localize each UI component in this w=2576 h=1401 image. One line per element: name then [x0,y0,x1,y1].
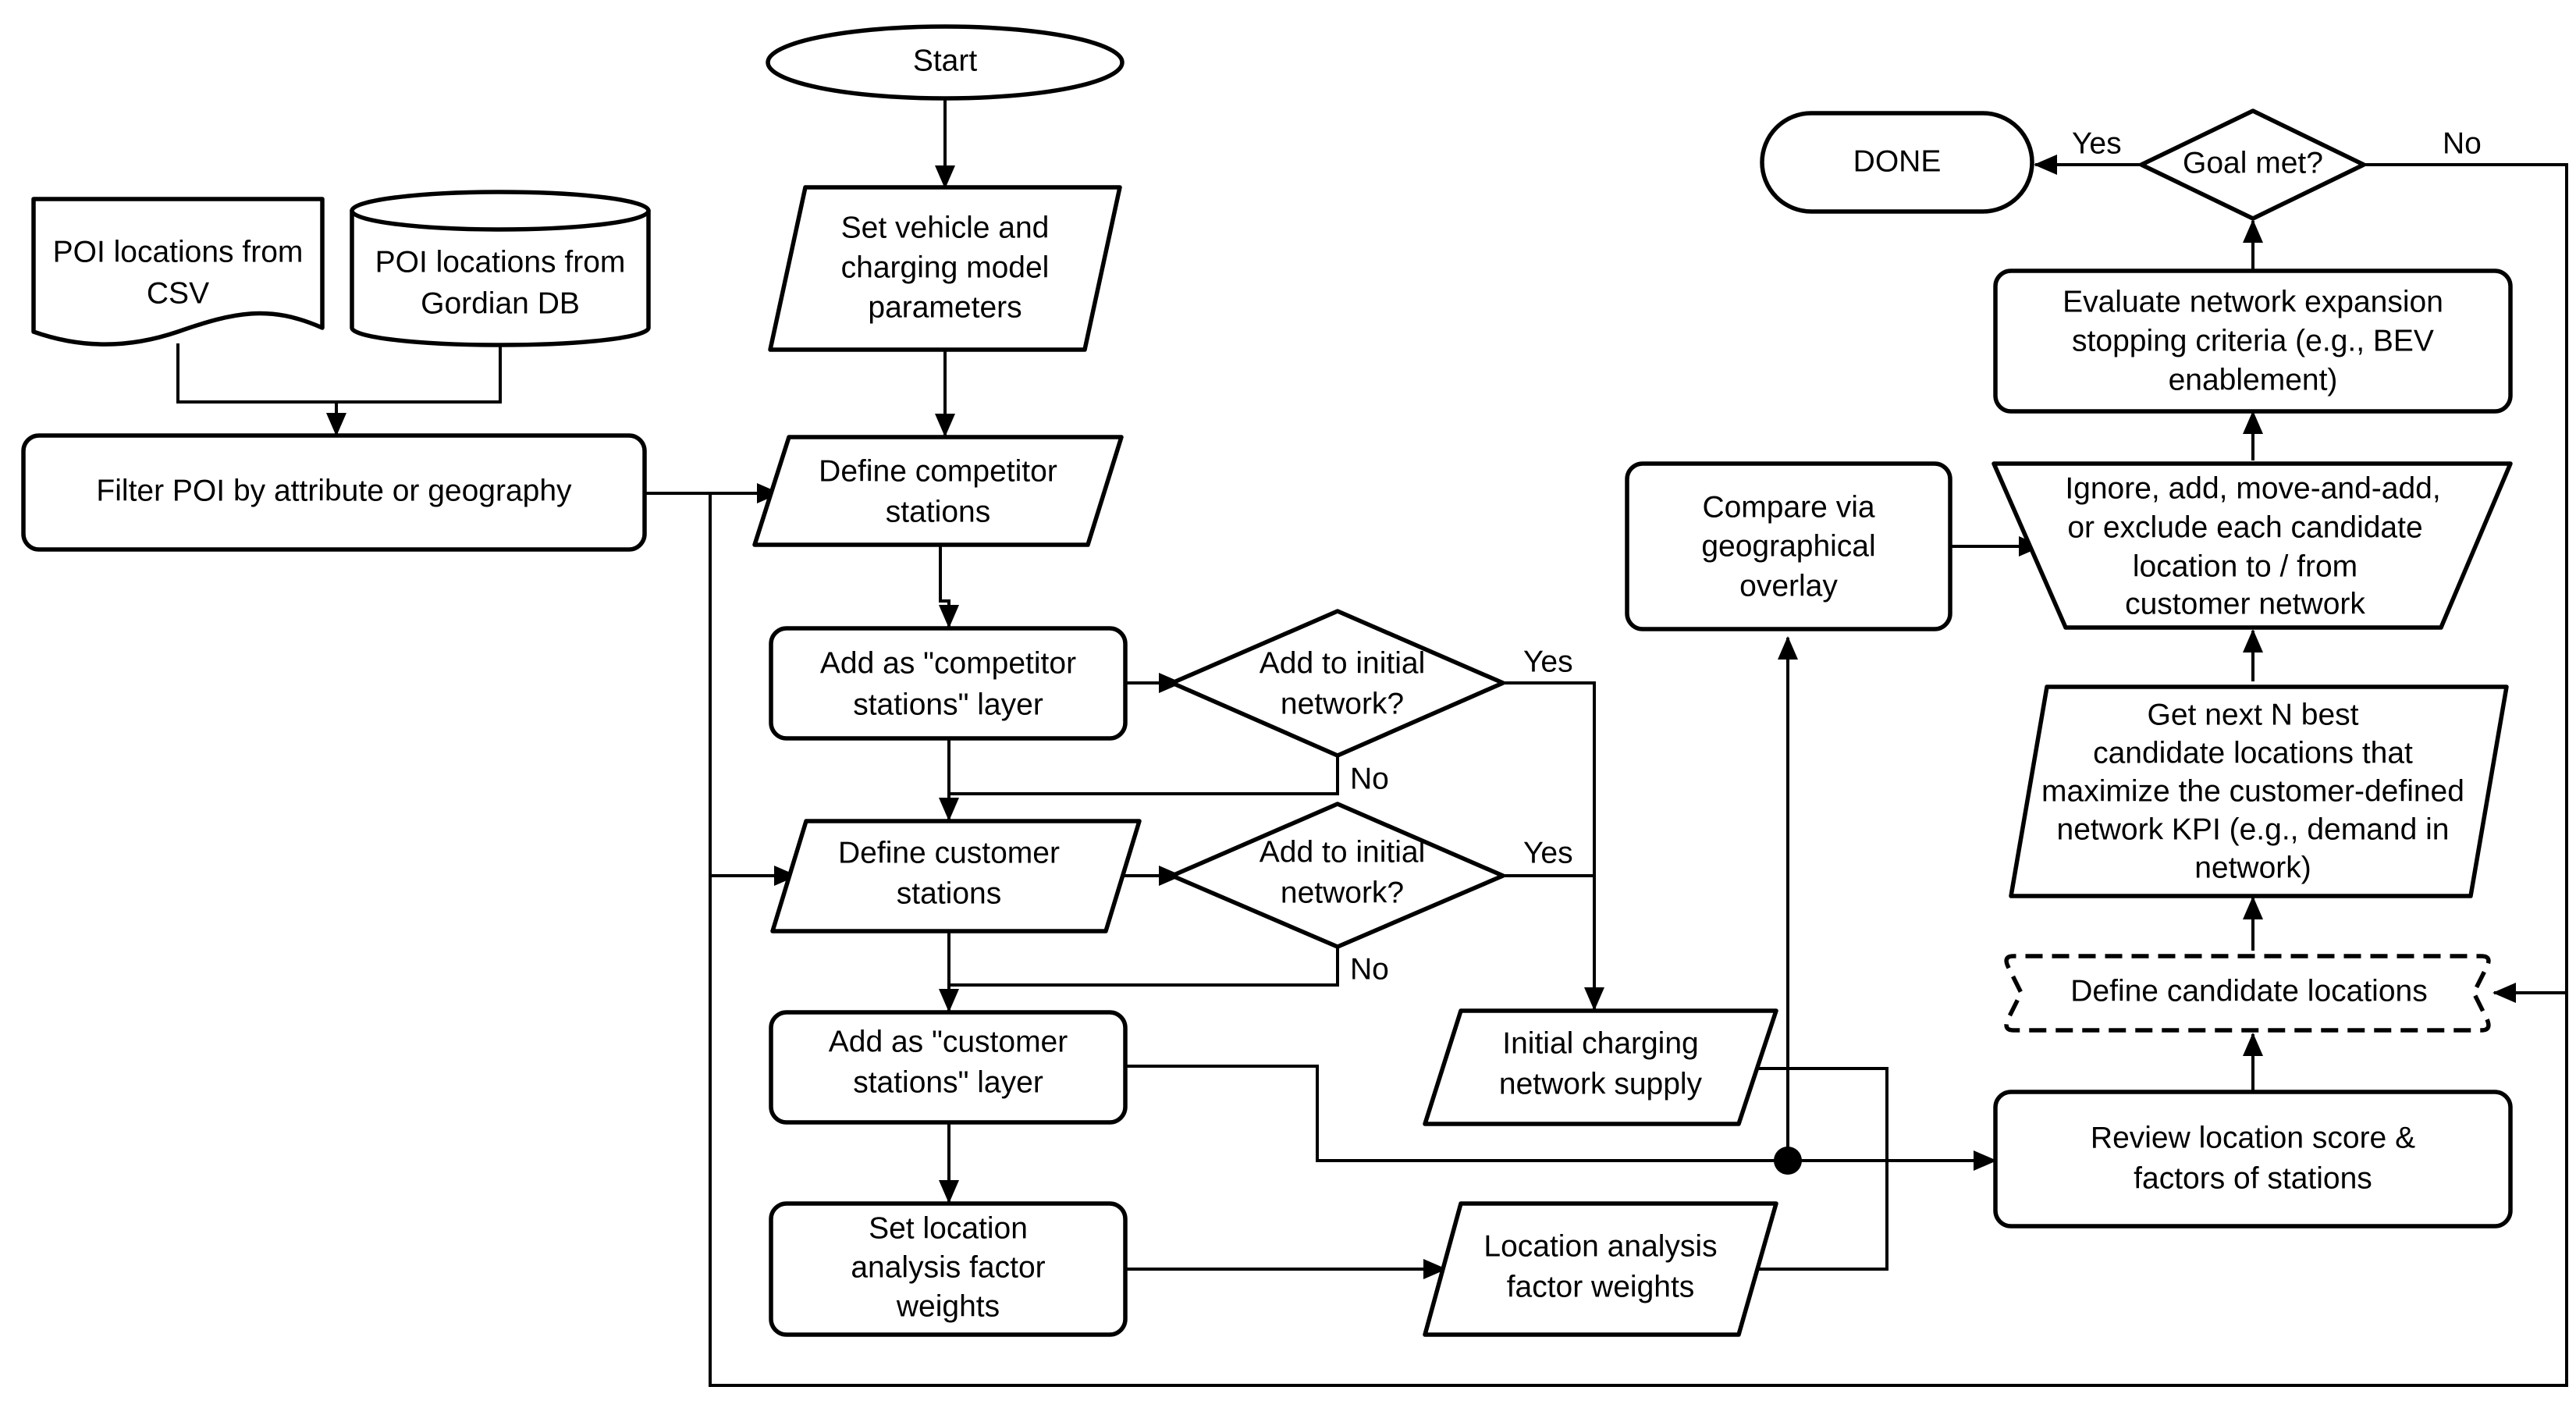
edge-bottom-loop [709,876,2568,1387]
define-customer-node: Define customer stations [770,819,1142,933]
yes-customer-label: Yes [1523,836,1573,869]
define-competitor-label: stations [886,495,990,528]
edge-competitor-no-to-define-customer [949,756,1339,795]
define-competitor-node: Define competitor stations [752,435,1124,547]
ignore-add-label: location to / from [2133,549,2357,583]
nodes: Start Set vehicle and charging model par… [21,24,2513,1337]
poi-csv-label: CSV [147,276,209,310]
initial-supply-label: network supply [1499,1067,1703,1101]
edge-poi-csv-to-filter [176,343,336,404]
edge-supply-to-review [1752,1067,1888,1161]
compare-overlay-label: overlay [1739,569,1838,603]
compare-overlay-node: Compare via geographical overlay [1625,461,1952,631]
evaluate-criteria-label: enablement) [2169,363,2338,396]
decision-competitor-label: network? [1281,687,1404,720]
yes-goal-label: Yes [2072,126,2122,160]
add-competitor-layer-node: Add as "competitor stations" layer [769,626,1128,741]
define-candidates-node: Define candidate locations [2004,954,2491,1033]
edge-competitor-yes-to-supply [1503,681,1596,876]
poi-csv-node: POI locations from CSV [31,197,325,347]
filter-poi-label: Filter POI by attribute or geography [96,474,572,507]
get-next-best-label: Get next N best [2148,698,2359,731]
edge-labels: Yes No Yes No Yes No [1350,126,2482,986]
set-vehicle-label: charging model [841,251,1050,284]
add-customer-layer-label: stations" layer [853,1065,1043,1099]
review-score-label: Review location score & [2091,1121,2415,1154]
decision-competitor-node: Add to initial network? [1170,609,1505,758]
evaluate-criteria-node: Evaluate network expansion stopping crit… [1993,268,2513,414]
edge-customer-yes-to-supply [1503,874,1604,1011]
edge-customer-no-to-add-layer [949,947,1339,987]
evaluate-criteria-label: stopping criteria (e.g., BEV [2072,324,2434,357]
start-label: Start [913,44,978,77]
junction-dot [1774,1147,1802,1175]
get-next-best-node: Get next N best candidate locations that… [2009,684,2509,898]
decision-customer-label: network? [1281,876,1404,909]
review-score-label: factors of stations [2134,1161,2372,1195]
poi-csv-label: POI locations from [53,235,304,268]
poi-db-node: POI locations from Gordian DB [350,190,651,347]
set-location-weights-label: Set location [869,1211,1028,1245]
get-next-best-label: maximize the customer-defined [2041,774,2464,808]
location-weights-node: Location analysis factor weights [1423,1201,1778,1337]
edge-location-weights-to-review [1752,1161,1888,1271]
no-goal-label: No [2443,126,2482,160]
ignore-add-label: or exclude each candidate [2067,510,2422,544]
location-weights-label: Location analysis [1483,1229,1717,1263]
start-node: Start [766,24,1125,101]
set-location-weights-label: weights [896,1289,1000,1323]
edges [176,99,2568,1387]
set-vehicle-label: parameters [868,290,1022,324]
goal-met-label: Goal met? [2183,146,2323,180]
ignore-add-node: Ignore, add, move-and-add, or exclude ea… [1992,461,2513,630]
no-customer-label: No [1350,952,1389,986]
define-competitor-label: Define competitor [819,454,1057,488]
get-next-best-label: network KPI (e.g., demand in [2057,813,2450,846]
poi-db-label: Gordian DB [421,286,580,320]
done-label: DONE [1853,144,1942,178]
edge-poi-db-to-filter [336,343,502,404]
no-competitor-label: No [1350,762,1389,795]
goal-met-node: Goal met? [2139,108,2366,221]
get-next-best-label: network) [2194,851,2311,884]
edge-goal-no-to-define-candidates [2364,163,2568,1003]
add-competitor-layer-label: Add as "competitor [820,646,1076,680]
compare-overlay-label: geographical [1701,529,1875,563]
filter-poi-node: Filter POI by attribute or geography [21,433,647,552]
set-vehicle-label: Set vehicle and [841,211,1050,244]
define-candidates-label: Define candidate locations [2070,974,2427,1008]
initial-supply-node: Initial charging network supply [1423,1008,1778,1126]
define-customer-label: stations [897,877,1001,910]
add-customer-layer-node: Add as "customer stations" layer [769,1010,1128,1125]
compare-overlay-label: Compare via [1702,490,1874,524]
decision-competitor-label: Add to initial [1260,646,1425,680]
evaluate-criteria-label: Evaluate network expansion [2063,285,2443,318]
set-vehicle-node: Set vehicle and charging model parameter… [768,185,1122,352]
decision-customer-node: Add to initial network? [1170,802,1505,949]
define-customer-label: Define customer [838,836,1060,869]
location-weights-label: factor weights [1507,1270,1695,1303]
poi-db-label: POI locations from [375,245,626,279]
edge-define-competitor-to-add-layer [939,546,959,628]
add-customer-layer-label: Add as "customer [829,1025,1068,1058]
get-next-best-label: candidate locations that [2093,736,2413,770]
edge-customer-layer-to-review [1125,1065,1997,1171]
review-score-node: Review location score & factors of stati… [1993,1090,2513,1229]
yes-competitor-label: Yes [1523,645,1573,678]
decision-customer-label: Add to initial [1260,835,1425,869]
ignore-add-label: customer network [2125,587,2365,620]
ignore-add-label: Ignore, add, move-and-add, [2065,471,2440,505]
add-competitor-layer-label: stations" layer [853,688,1043,721]
done-node: DONE [1760,111,2034,214]
set-location-weights-node: Set location analysis factor weights [769,1201,1128,1337]
initial-supply-label: Initial charging [1502,1026,1698,1060]
set-location-weights-label: analysis factor [851,1250,1045,1284]
